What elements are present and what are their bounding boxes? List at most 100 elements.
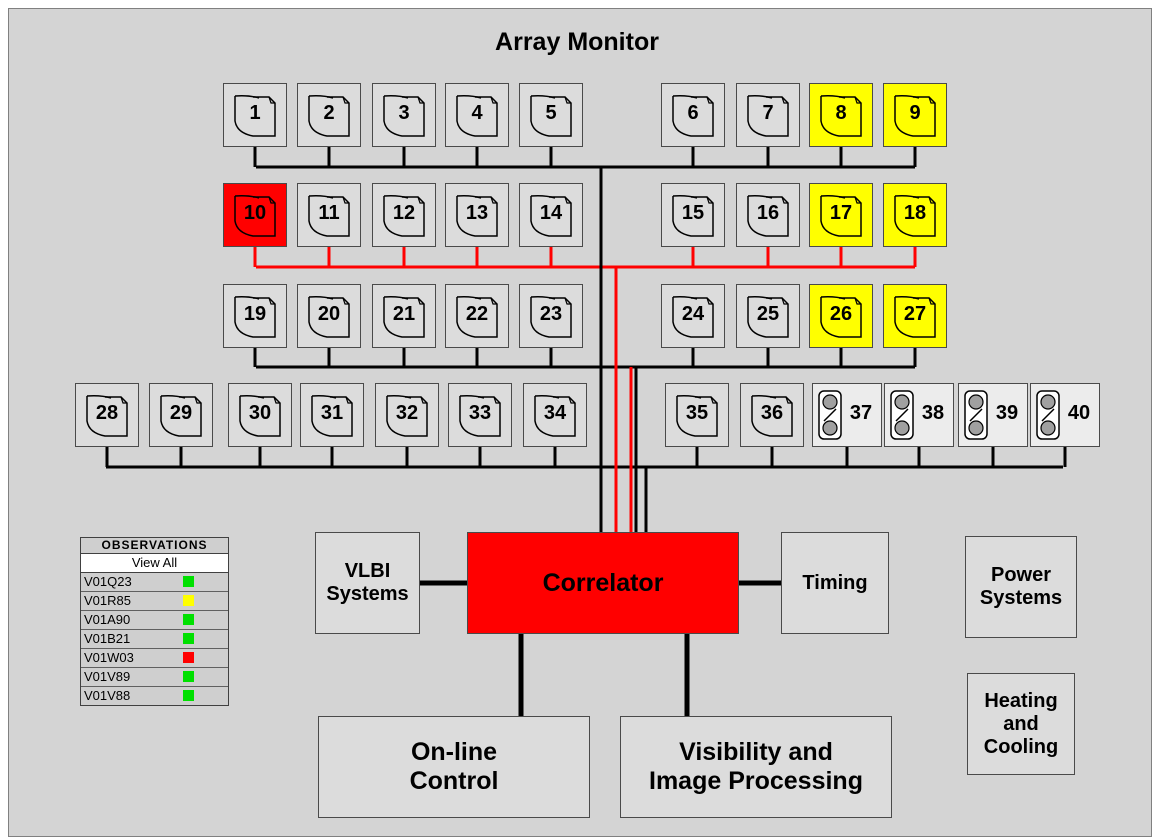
power-systems-box[interactable]: Power Systems: [965, 536, 1077, 638]
observation-row[interactable]: V01B21: [81, 630, 228, 649]
antenna-37[interactable]: 37: [812, 383, 882, 447]
heating-cooling-box[interactable]: Heating and Cooling: [967, 673, 1075, 775]
antenna-number: 28: [95, 402, 119, 424]
observation-id: V01Q23: [84, 574, 132, 589]
antenna-17[interactable]: 17: [809, 183, 873, 247]
antenna-11[interactable]: 11: [297, 183, 361, 247]
observation-id: V01W03: [84, 650, 134, 665]
dish-icon: [676, 395, 718, 437]
antenna-number: 9: [909, 102, 921, 124]
antenna-number: 17: [829, 202, 853, 224]
dish-icon: [530, 195, 572, 237]
antenna-4[interactable]: 4: [445, 83, 509, 147]
dish-icon: [894, 195, 936, 237]
dish-icon: [751, 395, 793, 437]
antenna-36[interactable]: 36: [740, 383, 804, 447]
observation-row[interactable]: V01W03: [81, 649, 228, 668]
observation-row[interactable]: V01A90: [81, 611, 228, 630]
antenna-12[interactable]: 12: [372, 183, 436, 247]
antenna-33[interactable]: 33: [448, 383, 512, 447]
antenna-34[interactable]: 34: [523, 383, 587, 447]
visibility-image-processing-box[interactable]: Visibility and Image Processing: [620, 716, 892, 818]
antenna-number: 6: [687, 102, 699, 124]
antenna-6[interactable]: 6: [661, 83, 725, 147]
antenna-number: 2: [323, 102, 335, 124]
antenna-19[interactable]: 19: [223, 284, 287, 348]
correlator-box[interactable]: Correlator: [467, 532, 739, 634]
observation-row[interactable]: V01Q23: [81, 573, 228, 592]
antenna-25[interactable]: 25: [736, 284, 800, 348]
dish-icon: [820, 296, 862, 338]
antenna-9[interactable]: 9: [883, 83, 947, 147]
antenna-number: 5: [545, 102, 557, 124]
antenna-39[interactable]: 39: [958, 383, 1028, 447]
observation-id: V01V89: [84, 669, 131, 684]
antenna-27[interactable]: 27: [883, 284, 947, 348]
antenna-29[interactable]: 29: [149, 383, 213, 447]
antenna-number: 35: [685, 402, 709, 424]
antenna-number: 16: [756, 202, 780, 224]
antenna-24[interactable]: 24: [661, 284, 725, 348]
antenna-5[interactable]: 5: [519, 83, 583, 147]
antenna-22[interactable]: 22: [445, 284, 509, 348]
visibility-image-processing-label: Visibility and Image Processing: [649, 738, 863, 795]
antenna-10[interactable]: 10: [223, 183, 287, 247]
antenna-number: 24: [681, 303, 705, 325]
antenna-number: 29: [169, 402, 193, 424]
antenna-number: 37: [849, 402, 873, 424]
view-all-button[interactable]: View All: [81, 554, 228, 573]
status-indicator: [183, 652, 194, 663]
online-control-box[interactable]: On-line Control: [318, 716, 590, 818]
dish-icon: [530, 296, 572, 338]
antenna-16[interactable]: 16: [736, 183, 800, 247]
observation-row[interactable]: V01V88: [81, 687, 228, 705]
antenna-15[interactable]: 15: [661, 183, 725, 247]
antenna-8[interactable]: 8: [809, 83, 873, 147]
antenna-38[interactable]: 38: [884, 383, 954, 447]
antenna-7[interactable]: 7: [736, 83, 800, 147]
antenna-32[interactable]: 32: [375, 383, 439, 447]
dish-icon: [530, 95, 572, 137]
antenna-2[interactable]: 2: [297, 83, 361, 147]
antenna-1[interactable]: 1: [223, 83, 287, 147]
antenna-18[interactable]: 18: [883, 183, 947, 247]
dish-icon: [820, 95, 862, 137]
antenna-14[interactable]: 14: [519, 183, 583, 247]
status-indicator: [183, 633, 194, 644]
antenna-number: 22: [465, 303, 489, 325]
vlbi-systems-box[interactable]: VLBI Systems: [315, 532, 420, 634]
antenna-40[interactable]: 40: [1030, 383, 1100, 447]
antenna-30[interactable]: 30: [228, 383, 292, 447]
antenna-28[interactable]: 28: [75, 383, 139, 447]
antenna-35[interactable]: 35: [665, 383, 729, 447]
antenna-number: 26: [829, 303, 853, 325]
antenna-23[interactable]: 23: [519, 284, 583, 348]
observation-row[interactable]: V01V89: [81, 668, 228, 687]
dish-icon: [86, 395, 128, 437]
dish-icon: [308, 296, 350, 338]
antenna-number: 19: [243, 303, 267, 325]
dish-icon: [456, 195, 498, 237]
antenna-number: 10: [243, 202, 267, 224]
observation-id: V01V88: [84, 688, 131, 703]
antenna-20[interactable]: 20: [297, 284, 361, 348]
dish-icon: [672, 95, 714, 137]
antenna-number: 36: [760, 402, 784, 424]
dish-icon: [894, 95, 936, 137]
dish-icon: [747, 296, 789, 338]
online-control-label: On-line Control: [409, 738, 499, 795]
antenna-number: 30: [248, 402, 272, 424]
antenna-number: 11: [318, 202, 340, 224]
antenna-31[interactable]: 31: [300, 383, 364, 447]
antenna-26[interactable]: 26: [809, 284, 873, 348]
antenna-number: 32: [395, 402, 419, 424]
antenna-13[interactable]: 13: [445, 183, 509, 247]
observation-id: V01B21: [84, 631, 131, 646]
dish-icon: [311, 395, 353, 437]
antenna-3[interactable]: 3: [372, 83, 436, 147]
status-indicator: [183, 690, 194, 701]
timing-box[interactable]: Timing: [781, 532, 889, 634]
observation-row[interactable]: V01R85: [81, 592, 228, 611]
tied-array-icon: [1036, 390, 1060, 440]
antenna-21[interactable]: 21: [372, 284, 436, 348]
